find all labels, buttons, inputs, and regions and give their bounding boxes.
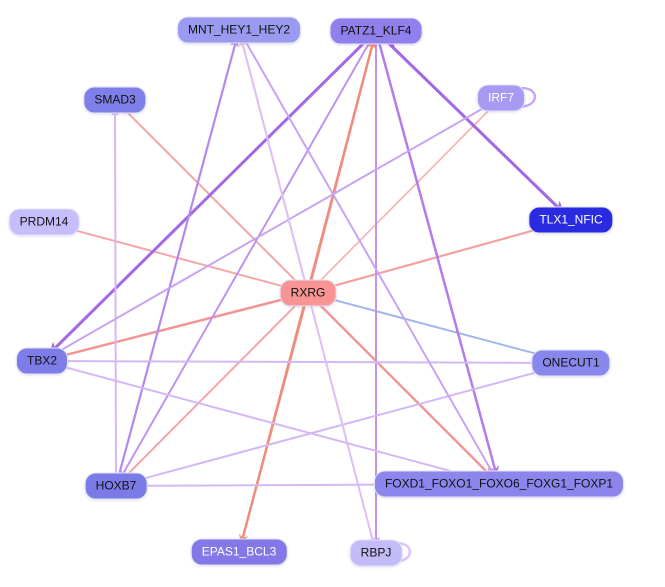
edge-HOXB7-MNT_HEY1_HEY2 [117,37,239,480]
edge-ONECUT1-HOXB7 [127,365,561,485]
edge-PATZ1_KLF4-FOXD1_FOXO1_FOXO6_FOXG1_FOXP1 [376,37,500,477]
edge-ONECUT1-TBX2 [54,357,559,366]
edge-PATZ1_KLF4-HOXB7 [120,37,373,479]
edge-HOXB7-SMAD3 [111,108,120,479]
node-PATZ1_KLF4[interactable]: PATZ1_KLF4 [329,17,423,45]
edge-MNT_HEY1_HEY2-FOXD1_FOXO1_FOXO6_FOXG1_FOXP1 [242,36,495,477]
node-TBX2[interactable]: TBX2 [15,347,69,375]
edge-RXRG-FOXD1_FOXO1_FOXO6_FOXG1_FOXP1 [313,298,493,478]
edge-RXRG-IRF7 [313,104,495,288]
edge-IRF7-TBX2 [51,102,493,356]
node-HOXB7[interactable]: HOXB7 [84,472,148,500]
node-EPAS1_BCL3[interactable]: EPAS1_BCL3 [190,538,288,566]
edge-ONECUT1-RXRG [319,294,561,361]
node-ONECUT1[interactable]: ONECUT1 [531,349,611,377]
edge-TBX2-FOXD1_FOXO1_FOXO6_FOXG1_FOXP1 [52,363,488,483]
node-MNT_HEY1_HEY2[interactable]: MNT_HEY1_HEY2 [176,16,302,44]
node-RXRG[interactable]: RXRG [279,279,337,307]
edge-RXRG-HOXB7 [122,298,303,480]
node-TLX1_NFIC[interactable]: TLX1_NFIC [528,206,614,234]
node-FOXD1_FOXO1_FOXO6_FOXG1_FOXP1[interactable]: FOXD1_FOXO1_FOXO6_FOXG1_FOXP1 [373,470,625,498]
node-SMAD3[interactable]: SMAD3 [83,86,147,114]
edge-RXRG-SMAD3 [121,106,303,288]
edge-RXRG-TBX2 [54,294,298,361]
node-IRF7[interactable]: IRF7 [476,84,526,112]
edge-PATZ1_KLF4-TLX1_NFIC [381,36,565,214]
edge-PATZ1_KLF4-TBX2 [48,36,371,355]
node-RBPJ[interactable]: RBPJ [349,539,403,567]
node-PRDM14[interactable]: PRDM14 [8,208,80,236]
